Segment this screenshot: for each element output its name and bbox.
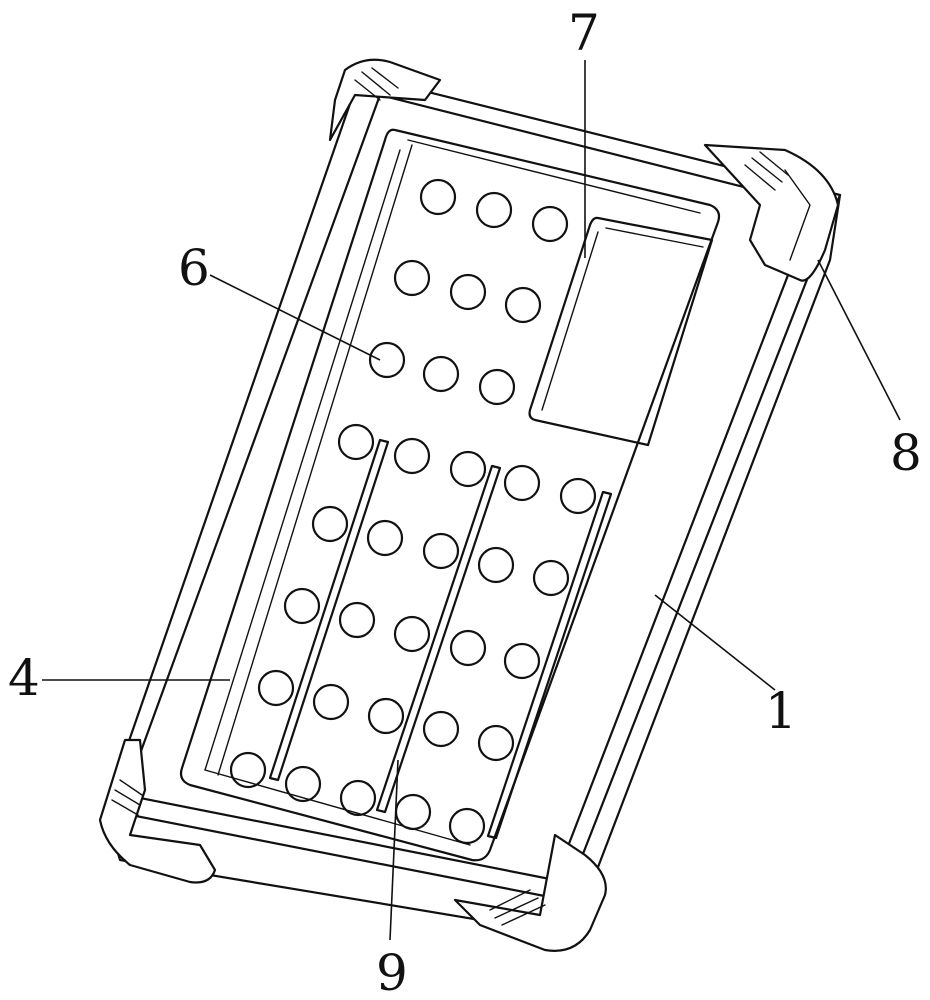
numeral-4: 4: [8, 649, 40, 707]
leader-1: [655, 595, 775, 690]
numeral-9: 9: [376, 944, 408, 1000]
numeral-1: 1: [765, 682, 797, 740]
leader-8: [818, 260, 900, 420]
numeral-7: 7: [568, 4, 600, 62]
numeral-8: 8: [890, 424, 922, 482]
outer-frame: [105, 75, 840, 930]
numeral-6: 6: [178, 239, 210, 297]
